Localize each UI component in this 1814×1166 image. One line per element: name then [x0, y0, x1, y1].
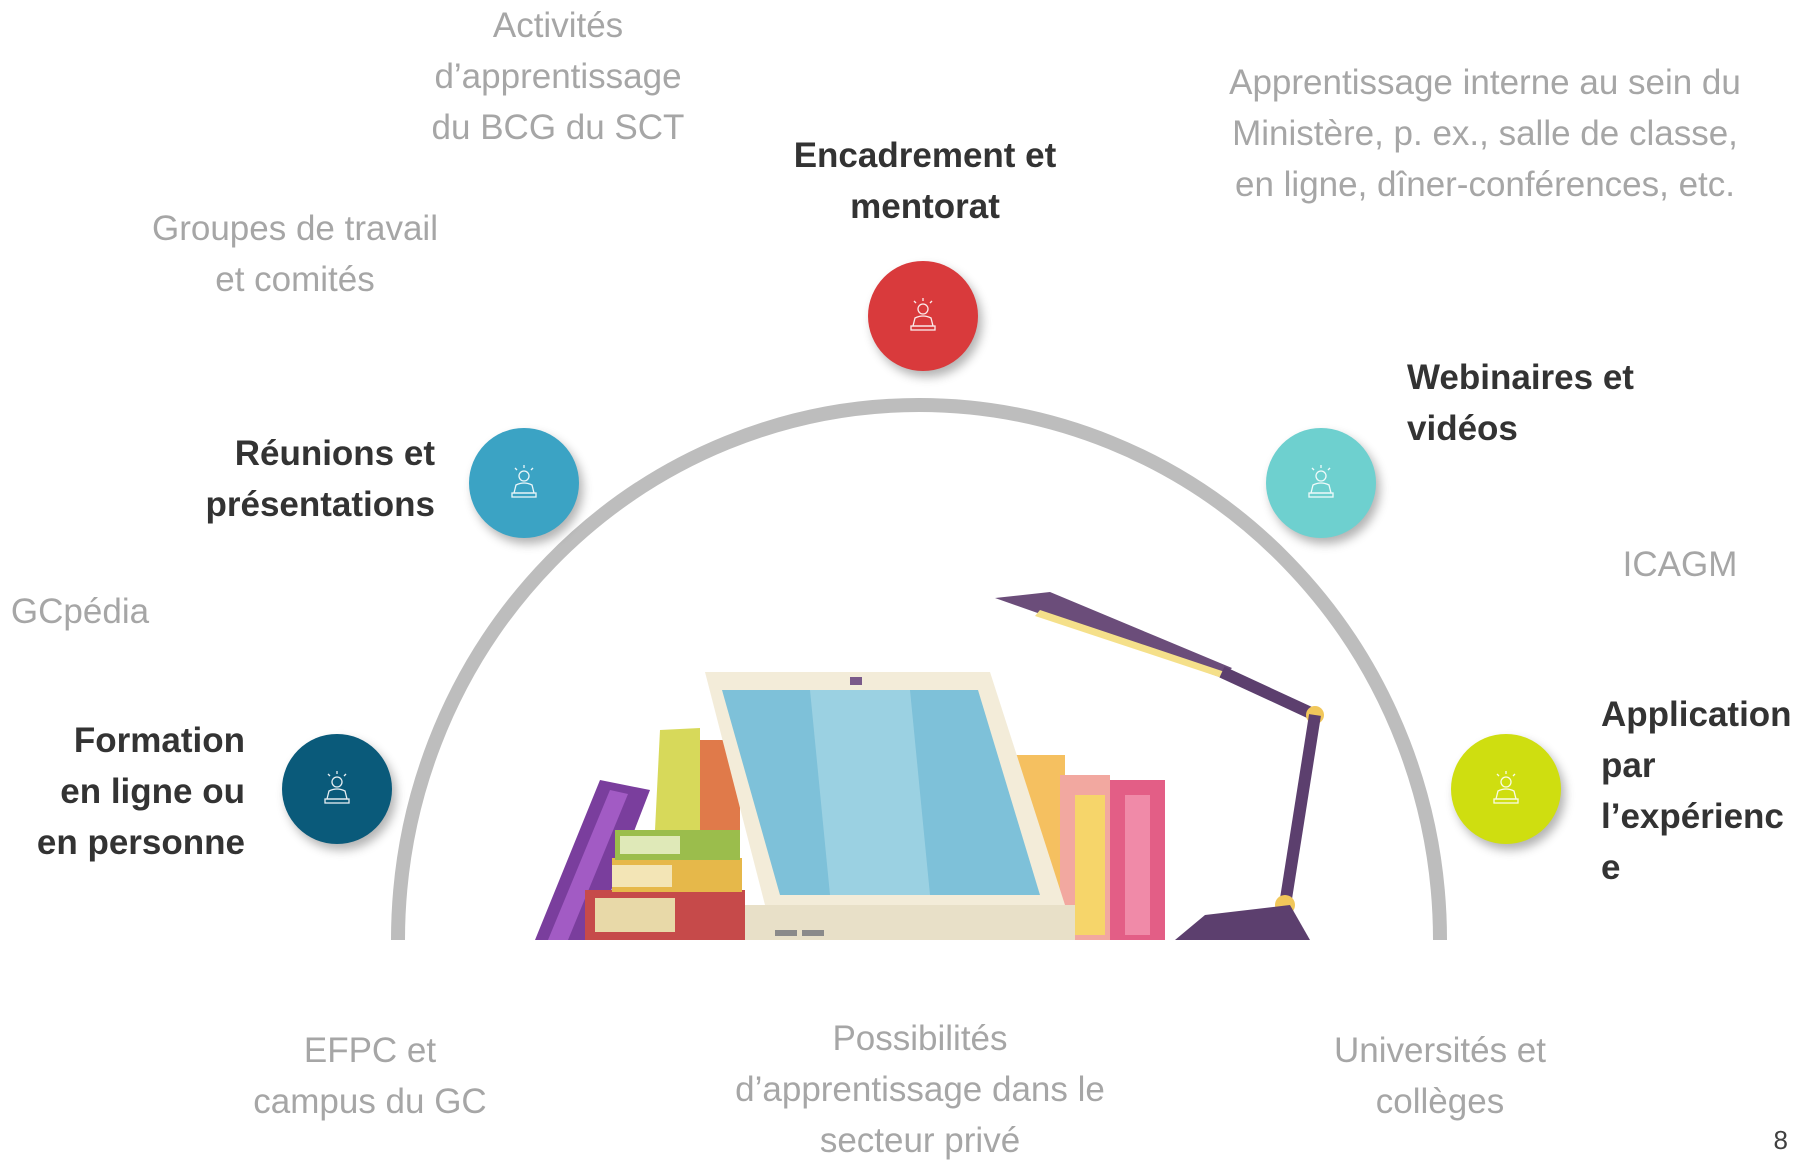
presenter-icon	[1308, 465, 1334, 498]
label-private-sector: Possibilités d’apprentissage dans le sec…	[700, 1013, 1140, 1166]
node-label-meetings: Réunions et présentations	[150, 428, 436, 530]
label-line: Groupes de travail	[152, 209, 438, 248]
presenter-icon	[910, 298, 936, 331]
node-label-line: en ligne ou	[60, 772, 245, 811]
label-line: Activités	[492, 6, 624, 45]
laptop	[705, 672, 1075, 940]
label-bcg-activities: Activités d’apprentissage du BCG du SCT	[408, 0, 708, 153]
presenter-icon	[1493, 771, 1519, 804]
label-line: d’apprentissage dans le	[735, 1070, 1105, 1109]
node-label-line: présentations	[205, 485, 436, 524]
presenter-icon	[511, 465, 537, 498]
node-label-line: par	[1601, 746, 1656, 785]
label-line: en ligne, dîner-conférences, etc.	[1234, 165, 1735, 204]
label-working-groups: Groupes de travail et comités	[120, 203, 470, 305]
node-circle-mentoring	[868, 261, 978, 371]
node-label-mentoring: Encadrement et mentorat	[720, 130, 1130, 232]
label-line: d’apprentissage	[434, 57, 682, 96]
node-label-line: e	[1601, 848, 1621, 887]
label-line: Ministère, p. ex., salle de classe,	[1232, 114, 1738, 153]
node-circle-meetings	[469, 428, 579, 538]
semicircle-arc	[391, 398, 1447, 941]
node-label-line: Encadrement et	[793, 136, 1057, 175]
books-left	[535, 728, 745, 940]
desk-lamp	[995, 592, 1324, 940]
node-circle-experience	[1451, 734, 1561, 844]
node-label-experience: Application par l’expérienc e	[1601, 689, 1811, 893]
label-line: et comités	[215, 260, 375, 299]
label-universities: Universités et collèges	[1290, 1025, 1590, 1127]
label-line: Apprentissage interne au sein du	[1229, 63, 1741, 102]
label-gcpedia: GCpédia	[10, 592, 150, 631]
presenter-icon	[324, 771, 350, 804]
label-efpc: EFPC et campus du GC	[220, 1025, 520, 1127]
node-circle-webinars	[1266, 428, 1376, 538]
node-label-training: Formation en ligne ou en personne	[10, 715, 245, 868]
label-internal-learning: Apprentissage interne au sein du Ministè…	[1180, 57, 1790, 210]
node-label-line: Réunions et	[234, 434, 435, 473]
label-line: EFPC et	[303, 1031, 437, 1070]
page-number: 8	[1773, 1125, 1788, 1155]
label-icagm: ICAGM	[1622, 545, 1738, 584]
node-label-line: Webinaires et	[1407, 358, 1634, 397]
label-line: Possibilités	[832, 1019, 1008, 1058]
label-line: collèges	[1375, 1082, 1505, 1121]
node-label-line: mentorat	[850, 187, 1000, 226]
node-circle-training	[282, 734, 392, 844]
label-line: campus du GC	[253, 1082, 487, 1121]
node-label-webinars: Webinaires et vidéos	[1407, 352, 1707, 454]
node-label-line: vidéos	[1407, 409, 1518, 448]
label-line: Universités et	[1333, 1031, 1547, 1070]
node-label-line: Application	[1601, 695, 1792, 734]
label-line: du BCG du SCT	[431, 108, 685, 147]
node-label-line: en personne	[36, 823, 245, 862]
node-label-line: l’expérienc	[1601, 797, 1784, 836]
label-line: secteur privé	[819, 1121, 1021, 1160]
node-label-line: Formation	[73, 721, 245, 760]
